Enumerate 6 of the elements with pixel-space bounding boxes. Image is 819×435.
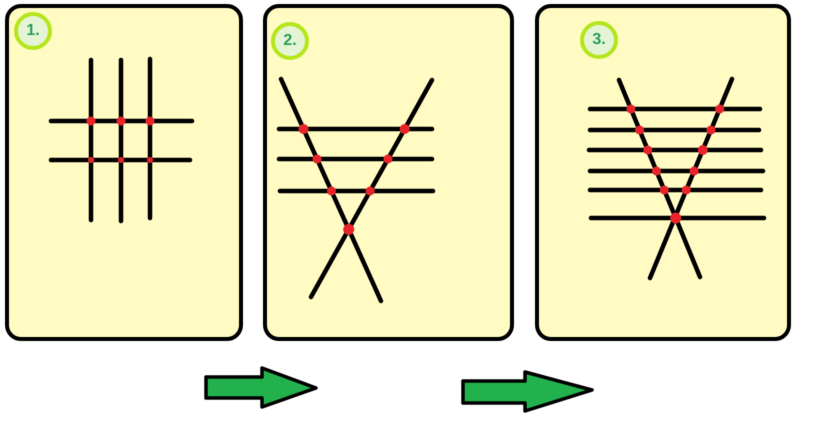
card-panel bbox=[263, 4, 514, 341]
step-number-badge: 3. bbox=[580, 21, 618, 59]
step-number-badge: 1. bbox=[14, 12, 52, 50]
card-panel bbox=[5, 4, 243, 341]
card-panel bbox=[535, 4, 791, 341]
step-number-badge: 2. bbox=[271, 22, 309, 60]
